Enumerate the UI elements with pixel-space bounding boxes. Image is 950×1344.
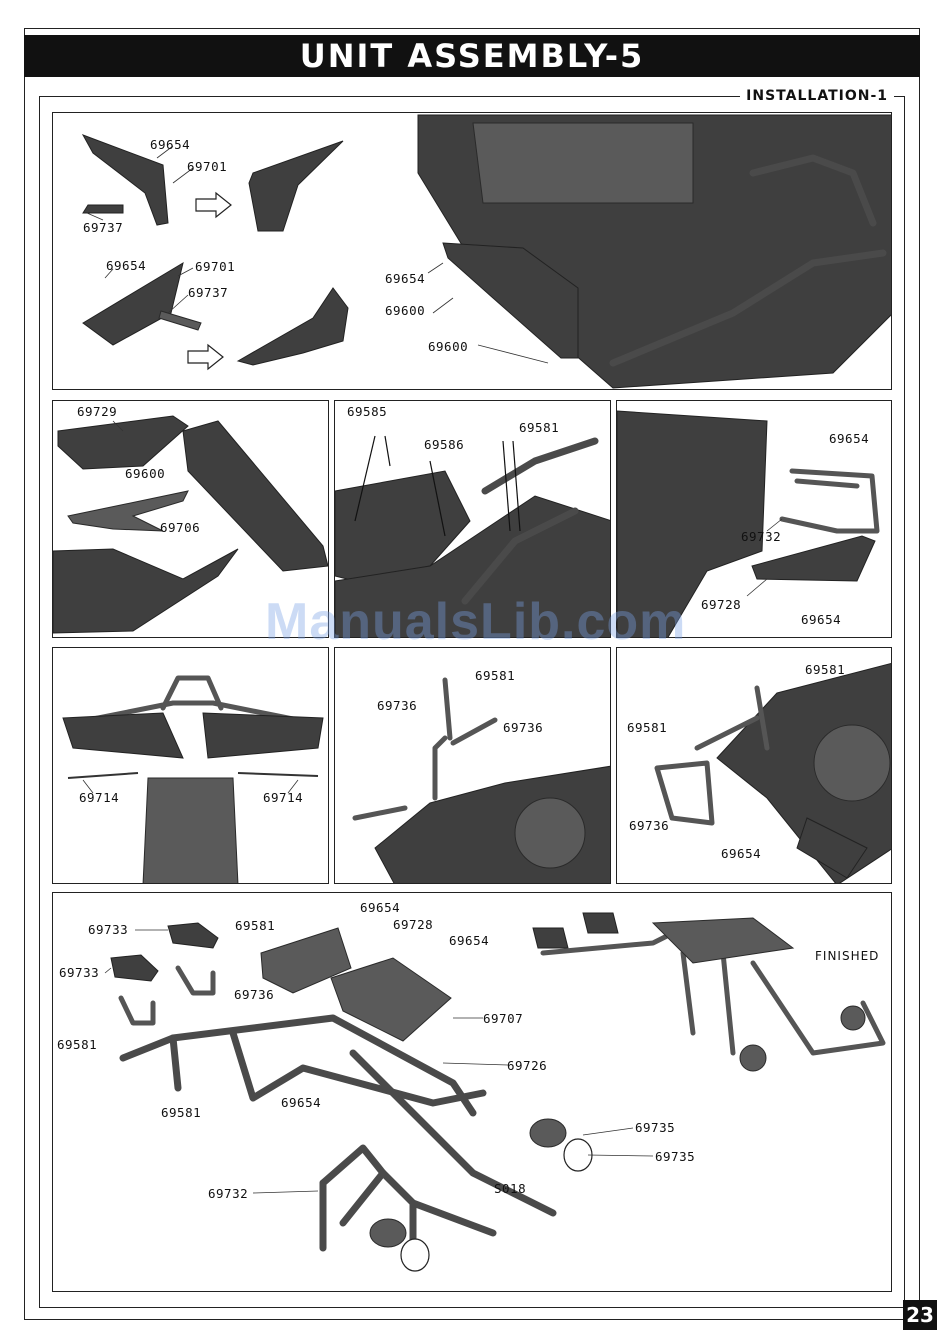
part-label: 69585 [347, 404, 388, 419]
part-label: 69729 [77, 404, 118, 419]
panel-5-drawing [62, 675, 324, 883]
panel-installation-5: 69714 69714 [52, 647, 329, 884]
page-number: 23 [903, 1300, 937, 1330]
part-label: 69654 [150, 137, 191, 152]
panel-4-drawing [617, 410, 880, 637]
panel-3-drawing [335, 435, 610, 637]
part-label: 69733 [88, 922, 129, 937]
part-label: 69586 [424, 437, 465, 452]
part-label: 69736 [503, 720, 544, 735]
part-label: 69726 [507, 1058, 548, 1073]
part-label: 69600 [385, 303, 426, 318]
part-label: 69728 [393, 917, 434, 932]
part-label: 69654 [360, 900, 401, 915]
part-label: 69581 [805, 662, 846, 677]
page-title: UNIT ASSEMBLY-5 [24, 35, 920, 77]
part-label: 69654 [385, 271, 426, 286]
panel-1-drawing [81, 114, 891, 389]
part-label: 69737 [83, 220, 124, 235]
panel-installation-4: 69654 69732 69728 69654 [616, 400, 892, 638]
part-label: 69737 [188, 285, 229, 300]
part-label: 69735 [655, 1149, 696, 1164]
part-label: 69600 [125, 466, 166, 481]
section-label: INSTALLATION-1 [740, 88, 894, 104]
part-label: 69732 [208, 1186, 249, 1201]
part-label: 69654 [721, 846, 762, 861]
panel-installation-1: 69654 69701 69737 69654 69701 69737 6965… [52, 112, 892, 390]
part-label: 69736 [629, 818, 670, 833]
part-label: 69600 [428, 339, 469, 354]
content-frame [39, 96, 905, 1308]
part-label: 69581 [57, 1037, 98, 1052]
panel-installation-6: 69581 69736 69736 [334, 647, 611, 884]
part-label: 69728 [701, 597, 742, 612]
panel-installation-8: 69733 69581 69654 69728 69654 69733 6973… [52, 892, 892, 1292]
part-label: 69701 [195, 259, 236, 274]
part-label: 69654 [281, 1095, 322, 1110]
panel-7-drawing [654, 663, 891, 883]
panel-installation-7: 69581 69581 69736 69654 [616, 647, 892, 884]
part-label: 69581 [475, 668, 516, 683]
panel-2-drawing [53, 415, 328, 634]
part-label: 69701 [187, 159, 228, 174]
part-label: 69706 [160, 520, 201, 535]
part-label: 69736 [234, 987, 275, 1002]
panel-installation-3: 69585 69586 69581 [334, 400, 611, 638]
part-label: 69581 [627, 720, 668, 735]
part-label: 69707 [483, 1011, 524, 1026]
part-label: 69733 [59, 965, 100, 980]
part-label: 69732 [741, 529, 782, 544]
part-label: 69714 [263, 790, 304, 805]
part-label: 69735 [635, 1120, 676, 1135]
part-label: 69736 [377, 698, 418, 713]
part-label: 69654 [106, 258, 147, 273]
panel-installation-2: 69729 69600 69706 [52, 400, 329, 638]
part-label: 69654 [829, 431, 870, 446]
page-frame [24, 28, 920, 1320]
part-label: 69581 [519, 420, 560, 435]
part-label: 69581 [161, 1105, 202, 1120]
panel-6-drawing [352, 677, 610, 883]
panel-8-drawing [104, 912, 886, 1272]
part-label: 69714 [79, 790, 120, 805]
part-label: 69581 [235, 918, 276, 933]
part-label: 69654 [801, 612, 842, 627]
part-label: S018 [494, 1181, 527, 1196]
part-label: 69654 [449, 933, 490, 948]
finished-label: FINISHED [815, 949, 880, 963]
watermark: ManualsLib.com [265, 593, 687, 651]
